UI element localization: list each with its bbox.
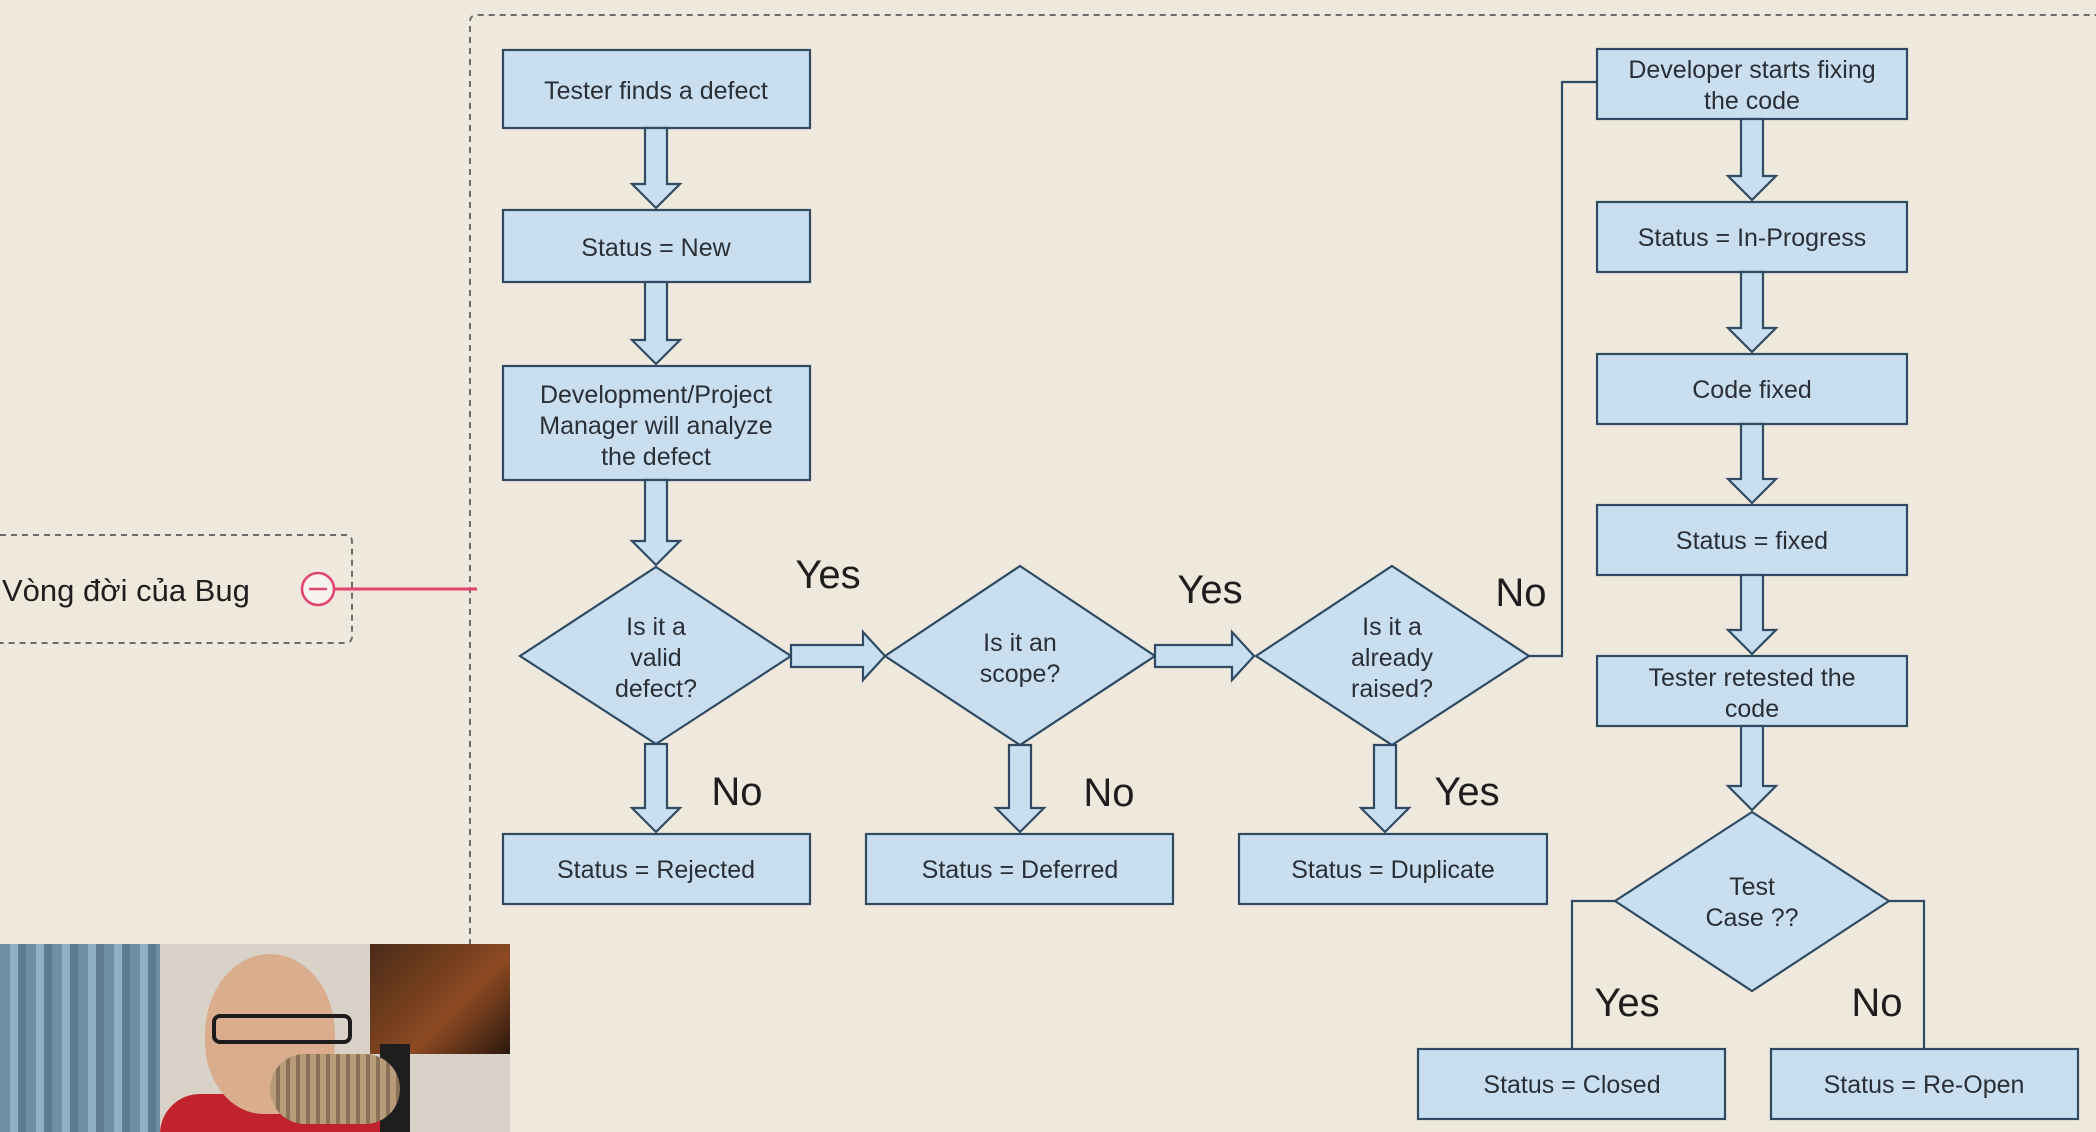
node-status-rejected: Status = Rejected [501, 832, 812, 906]
connector-testcase-no [1889, 899, 1926, 1049]
node-tester-finds-text: Tester finds a defect [544, 77, 768, 105]
down-arrow [1725, 724, 1779, 812]
node-status-closed-text: Status = Closed [1483, 1071, 1660, 1099]
label-scope-no: No [1083, 771, 1134, 815]
down-arrow [629, 280, 683, 366]
down-arrows [629, 117, 1779, 834]
right-arrows [789, 629, 1256, 683]
down-arrow [629, 478, 683, 567]
connector-raised-no [1529, 80, 1597, 658]
decision-valid-line: Is it a [626, 613, 686, 641]
decision-scope-line: scope? [980, 660, 1061, 688]
node-status-inprogress: Status = In-Progress [1595, 200, 1909, 274]
node-retest: Tester retested the code [1595, 654, 1909, 728]
node-status-reopen-text: Status = Re-Open [1824, 1071, 2025, 1099]
decision-test-case: Test Case ?? [1612, 810, 1892, 993]
node-status-new-text: Status = New [581, 234, 731, 262]
down-arrow [1725, 270, 1779, 354]
topic-label[interactable]: Vòng đời của Bug [2, 573, 250, 608]
label-scope-yes: Yes [1177, 568, 1242, 612]
down-arrow [629, 126, 683, 210]
minus-circle-icon[interactable] [300, 571, 336, 607]
connector-testcase-yes [1570, 899, 1615, 1049]
node-retest-line: code [1725, 695, 1779, 723]
label-raised-no: No [1495, 571, 1546, 615]
label-testcase-no: No [1851, 981, 1902, 1025]
decision-in-scope: Is it an scope? [883, 564, 1157, 747]
node-analyze-line: Manager will analyze [539, 412, 772, 440]
node-analyze: Development/Project Manager will analyze… [501, 364, 812, 482]
right-arrow [1153, 629, 1256, 683]
node-code-fixed-text: Code fixed [1692, 376, 1812, 404]
decision-valid-line: valid [630, 644, 681, 672]
node-status-deferred-text: Status = Deferred [922, 856, 1119, 884]
label-testcase-yes: Yes [1594, 981, 1659, 1025]
decision-valid-defect: Is it a valid defect? [517, 565, 794, 746]
decision-raised-line: raised? [1351, 675, 1433, 703]
down-arrow [1725, 573, 1779, 656]
node-status-deferred: Status = Deferred [864, 832, 1175, 906]
webcam-curtain [0, 944, 160, 1132]
webcam-glasses [212, 1014, 352, 1044]
node-status-new: Status = New [501, 208, 812, 284]
webcam-picture-frame [370, 944, 510, 1054]
node-status-inprogress-text: Status = In-Progress [1638, 224, 1867, 252]
decision-scope-line: Is it an [983, 629, 1057, 657]
node-status-fixed-text: Status = fixed [1676, 527, 1828, 555]
decision-valid-line: defect? [615, 675, 697, 703]
node-analyze-line: Development/Project [540, 381, 772, 409]
label-raised-yes: Yes [1434, 770, 1499, 814]
node-status-duplicate-text: Status = Duplicate [1291, 856, 1495, 884]
node-dev-starts-line: Developer starts fixing [1628, 56, 1875, 84]
node-status-reopen: Status = Re-Open [1769, 1047, 2080, 1121]
node-dev-starts-line: the code [1704, 87, 1800, 115]
webcam-microphone [270, 1054, 400, 1124]
node-analyze-line: the defect [601, 443, 711, 471]
decision-raised-line: already [1351, 644, 1433, 672]
node-status-fixed: Status = fixed [1595, 503, 1909, 577]
topic-frame [469, 14, 2096, 1132]
node-code-fixed: Code fixed [1595, 352, 1909, 426]
node-status-rejected-text: Status = Rejected [557, 856, 755, 884]
node-dev-starts: Developer starts fixing the code [1595, 47, 1909, 121]
label-valid-no: No [711, 770, 762, 814]
decision-testcase-line: Test [1729, 873, 1775, 901]
node-status-duplicate: Status = Duplicate [1237, 832, 1549, 906]
down-arrow [993, 743, 1047, 834]
down-arrow [629, 742, 683, 834]
down-arrow [1725, 422, 1779, 505]
node-retest-line: Tester retested the [1648, 664, 1855, 692]
node-status-closed: Status = Closed [1416, 1047, 1727, 1121]
node-tester-finds: Tester finds a defect [501, 48, 812, 130]
webcam-overlay [0, 944, 510, 1132]
decision-raised-line: Is it a [1362, 613, 1422, 641]
decision-already-raised: Is it a already raised? [1253, 564, 1532, 747]
decision-testcase-line: Case ?? [1705, 904, 1798, 932]
down-arrow [1725, 117, 1779, 202]
right-arrow [789, 629, 887, 683]
down-arrow [1358, 743, 1412, 834]
label-valid-yes: Yes [795, 553, 860, 597]
